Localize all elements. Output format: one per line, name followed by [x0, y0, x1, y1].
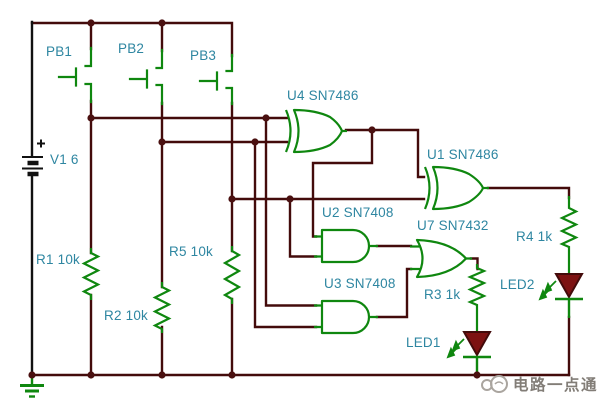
- watermark-logo-icon: [481, 375, 508, 393]
- led-led2[interactable]: [538, 273, 584, 318]
- resistor-r2[interactable]: [152, 282, 172, 333]
- gate-label: U7 SN7432: [417, 218, 489, 233]
- gate-label: U4 SN7486: [287, 88, 359, 103]
- xor-gate-u4[interactable]: [284, 108, 347, 154]
- pushbutton-label: PB1: [46, 44, 73, 59]
- battery-symbol[interactable]: [22, 139, 45, 177]
- wire-pb1-branch[interactable]: [264, 116, 318, 307]
- resistor-r5[interactable]: [222, 246, 242, 304]
- pushbutton-pb2[interactable]: [128, 48, 164, 106]
- resistor-label: R5 10k: [169, 244, 213, 259]
- resistor-label: R2 10k: [104, 308, 148, 323]
- resistor-r1[interactable]: [81, 248, 101, 300]
- pushbutton-pb3[interactable]: [198, 53, 234, 106]
- battery-label: V1 6: [50, 152, 79, 167]
- resistor-r4[interactable]: [559, 196, 579, 275]
- pushbutton-pb1[interactable]: [57, 46, 93, 104]
- wire-top-rail[interactable]: [30, 21, 234, 58]
- xor-gate-u1[interactable]: [423, 165, 489, 211]
- resistor-label: R4 1k: [516, 229, 553, 244]
- plus-icon: [37, 139, 45, 148]
- watermark-text: 电路一点通: [513, 377, 599, 394]
- led-arrows-icon: [538, 280, 557, 301]
- gate-label: U1 SN7486: [427, 147, 499, 162]
- pushbutton-label: PB3: [190, 48, 217, 63]
- and-gate-u2[interactable]: [314, 228, 378, 264]
- and-gate-u3[interactable]: [314, 299, 378, 335]
- gate-label: U2 SN7408: [322, 205, 394, 220]
- or-gate-u7[interactable]: [410, 238, 472, 279]
- led-label: LED1: [406, 335, 441, 350]
- watermark: 电路一点通: [479, 371, 598, 397]
- led-label: LED2: [500, 277, 535, 292]
- wire-pb3-branch[interactable]: [288, 197, 318, 258]
- resistor-label: R1 10k: [36, 252, 80, 267]
- gate-label: U3 SN7408: [324, 276, 396, 291]
- resistor-r3[interactable]: [467, 264, 487, 332]
- junction-dots: [28, 19, 481, 379]
- resistor-label: R3 1k: [424, 287, 461, 302]
- ground-symbol[interactable]: [20, 374, 44, 398]
- led-arrows-icon: [446, 338, 465, 359]
- led-led1[interactable]: [446, 331, 492, 374]
- wire-u1-out[interactable]: [486, 186, 571, 200]
- wire-pb2-branch[interactable]: [253, 140, 318, 329]
- wire-u3-to-u7[interactable]: [375, 267, 413, 319]
- pushbutton-label: PB2: [118, 41, 145, 56]
- wire-u4-out[interactable]: [344, 128, 426, 179]
